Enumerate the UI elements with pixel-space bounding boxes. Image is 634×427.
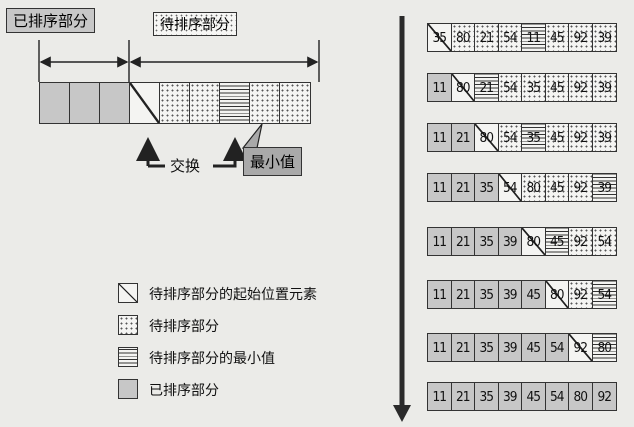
step-cell: 92: [569, 174, 593, 201]
step-cell: 21: [475, 24, 499, 51]
step-cell: 21: [475, 74, 499, 101]
example-cell-unsorted: [280, 83, 310, 123]
step-cell: 39: [592, 174, 616, 201]
step-cell: 11: [428, 334, 452, 361]
unsorted-part-label: 待排序部分: [153, 12, 237, 36]
step-cell: 45: [522, 334, 546, 361]
step-cell: 35: [475, 174, 499, 201]
legend-swatch-sorted: [118, 379, 138, 399]
example-array: [39, 82, 311, 124]
step-cell: 45: [545, 124, 569, 151]
step-cell: 39: [498, 334, 522, 361]
legend-text-sorted: 已排序部分: [149, 383, 219, 399]
legend-text-unsorted: 待排序部分: [149, 319, 219, 335]
step-cell: 45: [522, 281, 546, 308]
step-cell: 21: [451, 281, 475, 308]
step-cell: 11: [428, 174, 452, 201]
step-cell: 80: [451, 24, 475, 51]
step-cell: 54: [498, 124, 522, 151]
example-cell-start: [130, 83, 160, 123]
step-cell: 54: [545, 334, 569, 361]
example-cell-unsorted: [250, 83, 280, 123]
step-cell: 92: [569, 228, 593, 255]
step-cell: 35: [475, 228, 499, 255]
step-cell: 45: [545, 74, 569, 101]
step-cell: 11: [428, 281, 452, 308]
step-cell: 39: [592, 124, 616, 151]
step-cell: 39: [592, 24, 616, 51]
example-cell-unsorted: [160, 83, 190, 123]
step-cell: 39: [498, 281, 522, 308]
step-cell: 80: [522, 174, 546, 201]
step-cell: 11: [428, 124, 452, 151]
step-cell: 80: [545, 281, 569, 308]
step-cell: 54: [592, 281, 616, 308]
step-cell: 35: [475, 334, 499, 361]
step-cell: 80: [475, 124, 499, 151]
step-cell: 92: [592, 383, 616, 410]
example-cell-unsorted: [190, 83, 220, 123]
step-cell: 39: [498, 228, 522, 255]
step-cell: 92: [569, 24, 593, 51]
step-cell: 11: [522, 24, 546, 51]
step-cell: 92: [569, 334, 593, 361]
min-value-label: 最小值: [243, 147, 303, 176]
step-cell: 54: [498, 174, 522, 201]
step-cell: 45: [522, 383, 546, 410]
example-cell-sorted: [100, 83, 130, 123]
example-cell-sorted: [70, 83, 100, 123]
step-cell: 21: [451, 383, 475, 410]
swap-label: 交换: [170, 157, 201, 175]
step-cell: 35: [475, 281, 499, 308]
step-cell: 54: [592, 228, 616, 255]
step-cell: 35: [522, 74, 546, 101]
step-cell: 80: [451, 74, 475, 101]
step-cell: 54: [545, 383, 569, 410]
legend-text-min: 待排序部分的最小值: [149, 351, 275, 367]
step-cell: 92: [569, 281, 593, 308]
legend-swatch-start: [118, 283, 138, 303]
step-cell: 11: [428, 74, 452, 101]
step-cell: 45: [545, 174, 569, 201]
step-cell: 35: [428, 24, 452, 51]
step-cell: 54: [498, 74, 522, 101]
legend-text-start: 待排序部分的起始位置元素: [149, 287, 317, 303]
step-cell: 92: [569, 124, 593, 151]
step-cell: 92: [569, 74, 593, 101]
step-cell: 35: [522, 124, 546, 151]
step-cell: 11: [428, 228, 452, 255]
step-cell: 21: [451, 334, 475, 361]
step-cell: 39: [498, 383, 522, 410]
example-cell-sorted: [40, 83, 70, 123]
step-cell: 80: [592, 334, 616, 361]
step-cell: 80: [522, 228, 546, 255]
step-cell: 21: [451, 124, 475, 151]
step-cell: 54: [498, 24, 522, 51]
step-cell: 45: [545, 24, 569, 51]
step-cell: 80: [569, 383, 593, 410]
sorted-part-label: 已排序部分: [6, 8, 96, 33]
step-cell: 39: [592, 74, 616, 101]
step-cell: 11: [428, 383, 452, 410]
step-cell: 21: [451, 174, 475, 201]
step-cell: 45: [545, 228, 569, 255]
step-cell: 35: [475, 383, 499, 410]
step-cell: 21: [451, 228, 475, 255]
legend-swatch-unsorted: [118, 315, 138, 335]
example-cell-min: [220, 83, 250, 123]
legend-swatch-min: [118, 347, 138, 367]
